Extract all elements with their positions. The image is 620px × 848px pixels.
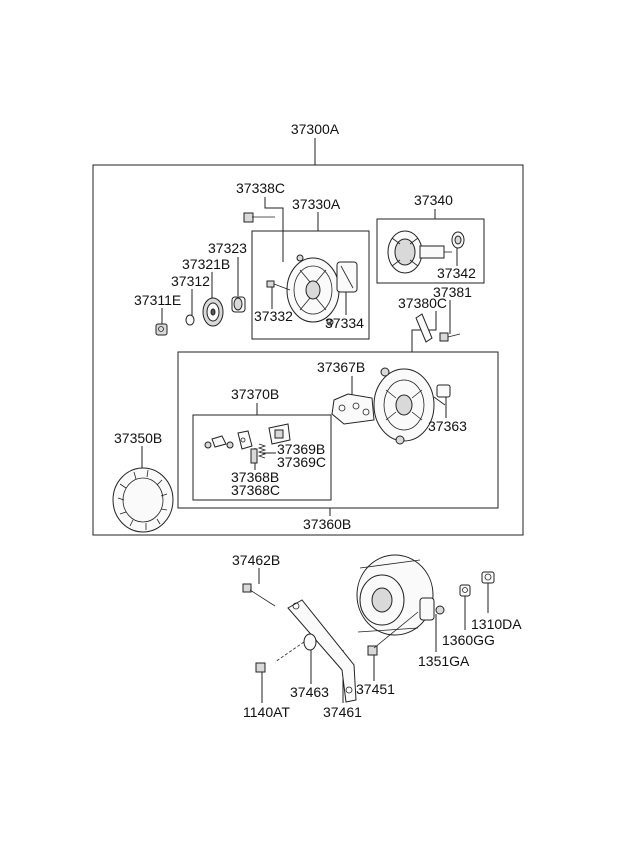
- label-1140AT: 1140AT: [243, 704, 290, 720]
- label-37463: 37463: [290, 684, 329, 700]
- rotor-37340: [387, 230, 452, 274]
- label-37338C: 37338C: [236, 180, 285, 196]
- bearing-37342: [451, 231, 465, 249]
- terminal-37380C: [415, 313, 433, 343]
- nut-1310DA: [481, 571, 495, 584]
- stator-37350B: [112, 467, 174, 533]
- label-37370B: 37370B: [231, 386, 279, 402]
- bolt-37462B: [242, 583, 276, 607]
- label-1310DA: 1310DA: [471, 616, 522, 632]
- brush-holder-group-box: [192, 414, 332, 501]
- label-37330A: 37330A: [292, 196, 341, 212]
- label-37340: 37340: [414, 192, 453, 208]
- front-bracket-37330A: [286, 254, 358, 326]
- label-37369C: 37369C: [277, 454, 326, 470]
- alternator-assembly-box: [92, 164, 524, 536]
- label-37367B: 37367B: [317, 359, 365, 375]
- rear-bracket-37367B: [373, 367, 435, 445]
- spacer-37323: [231, 296, 246, 313]
- label-37451: 37451: [356, 681, 395, 697]
- label-37350B: 37350B: [114, 430, 162, 446]
- spring-37369B: [257, 443, 267, 459]
- label-37342: 37342: [437, 265, 476, 281]
- bracket-37461: [287, 599, 357, 703]
- rectifier-assembly: [331, 393, 375, 425]
- bushing-37463: [274, 633, 317, 663]
- leader-37338C: [264, 197, 284, 262]
- label-37369B: 37369B: [277, 441, 325, 457]
- rotor-group-box: [376, 218, 485, 284]
- label-37368B: 37368B: [231, 469, 279, 485]
- bolt-37451: [367, 611, 419, 656]
- label-37332: 37332: [254, 308, 293, 324]
- label-37323: 37323: [208, 240, 247, 256]
- pulley-37321B: [202, 297, 224, 327]
- label-37368C: 37368C: [231, 482, 280, 498]
- label-37462B: 37462B: [232, 552, 280, 568]
- label-37321B: 37321B: [182, 256, 230, 272]
- nut-1360GG: [459, 584, 471, 597]
- label-37300A: 37300A: [291, 121, 340, 137]
- nut-37363: [433, 384, 451, 406]
- label-37312: 37312: [171, 273, 210, 289]
- label-37311E: 37311E: [134, 292, 181, 308]
- brush-holder-37370B: [204, 423, 291, 450]
- through-bolt-37338C: [243, 212, 275, 223]
- bolt-1140AT: [255, 662, 266, 673]
- rear-bracket-group-box: [177, 351, 499, 509]
- label-37380C: 37380C: [398, 295, 447, 311]
- label-37381: 37381: [433, 284, 472, 300]
- alternator-body: [356, 554, 445, 636]
- bolt-37381: [439, 332, 461, 342]
- label-37363: 37363: [428, 418, 467, 434]
- screw-37332: [266, 280, 291, 291]
- nut-37311E: [155, 323, 168, 336]
- washer-37312: [185, 314, 195, 326]
- label-1360GG: 1360GG: [442, 632, 495, 648]
- label-37334: 37334: [325, 315, 364, 331]
- label-1351GA: 1351GA: [418, 653, 470, 669]
- label-37461: 37461: [323, 704, 362, 720]
- front-bracket-group-box: [251, 230, 370, 340]
- brush-37368B: [250, 448, 258, 464]
- label-37360B: 37360B: [303, 516, 351, 532]
